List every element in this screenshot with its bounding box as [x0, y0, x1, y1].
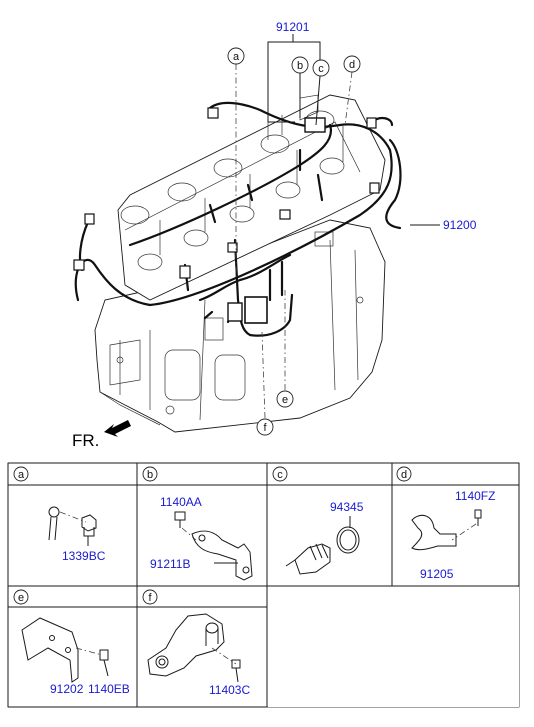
cell-f-header: f: [142, 589, 158, 605]
svg-text:e: e: [282, 394, 288, 406]
part-label-1140AA: 1140AA: [160, 495, 202, 509]
cell-b-header: b: [142, 466, 158, 482]
cell-b-illustration: [174, 511, 253, 581]
part-label-1140EB: 1140EB: [88, 682, 130, 696]
callout-a: a: [227, 47, 245, 65]
svg-text:d: d: [401, 469, 407, 481]
engine-block: [94, 94, 386, 433]
svg-text:d: d: [349, 59, 355, 71]
front-arrow-icon: [104, 420, 131, 437]
part-label-11403C: 11403C: [209, 683, 250, 697]
callout-b: b: [291, 56, 309, 74]
cell-e-header: e: [13, 589, 29, 605]
cell-c-illustration: [285, 516, 360, 575]
svg-text:e: e: [18, 592, 24, 604]
svg-text:b: b: [297, 60, 303, 72]
cell-f-illustration: [147, 613, 241, 683]
svg-text:a: a: [233, 51, 240, 63]
part-label-91202: 91202: [50, 682, 84, 696]
svg-text:f: f: [148, 592, 152, 604]
callout-c: c: [312, 59, 330, 77]
cell-e-illustration: [21, 617, 109, 683]
part-label-91200: 91200: [443, 218, 477, 232]
detail-table: [7, 462, 520, 708]
cell-d-illustration: [411, 509, 482, 551]
part-label-1140FZ: 1140FZ: [455, 489, 495, 503]
callout-d: d: [343, 55, 361, 73]
callout-e: e: [276, 390, 294, 408]
cell-a-illustration: [48, 506, 97, 546]
svg-text:c: c: [277, 469, 283, 481]
callout-f: f: [256, 418, 274, 436]
part-label-91201: 91201: [276, 20, 310, 34]
cell-c-header: c: [272, 466, 288, 482]
wiring-harness: [73, 101, 402, 337]
svg-text:b: b: [147, 469, 153, 481]
svg-text:a: a: [18, 469, 25, 481]
part-label-91205: 91205: [420, 567, 454, 581]
svg-text:f: f: [263, 422, 267, 434]
part-label-94345: 94345: [330, 500, 364, 514]
part-label-1339BC: 1339BC: [62, 549, 106, 563]
cell-a-header: a: [13, 466, 29, 482]
svg-text:c: c: [318, 63, 324, 75]
part-label-91211B: 91211B: [150, 557, 190, 571]
cell-d-header: d: [396, 466, 412, 482]
front-marker: FR.: [72, 431, 99, 450]
leader-lines: [235, 34, 440, 419]
